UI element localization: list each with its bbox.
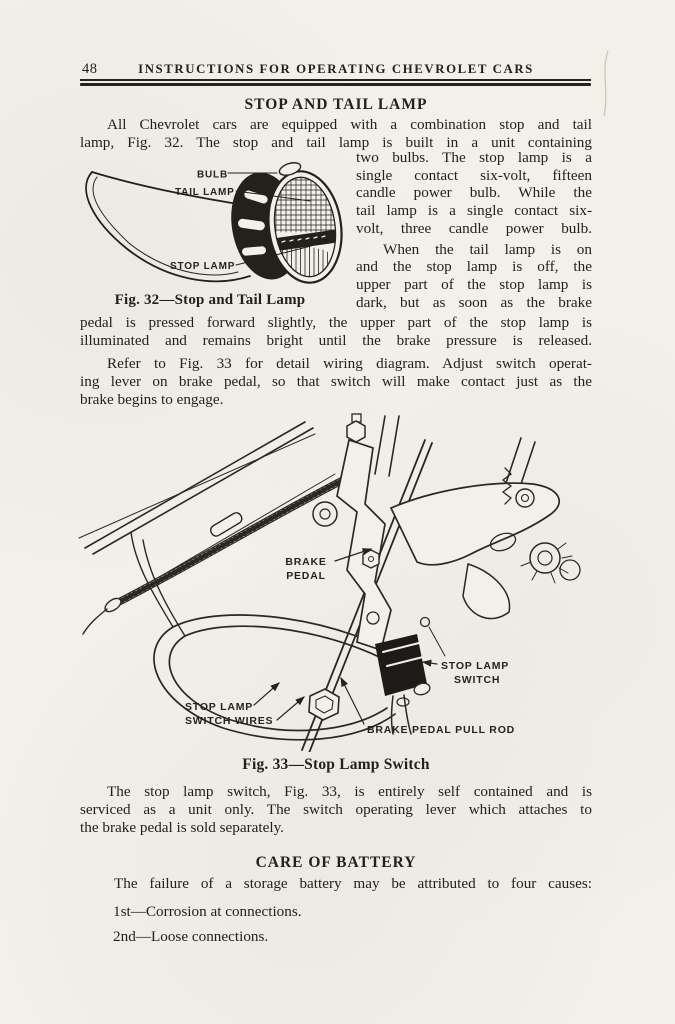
text-line: ing lever on brake pedal, so that switch… (80, 373, 592, 390)
text-line: and the stop lamp is off, the (356, 258, 592, 276)
fig33-label-brake-pedal-line1: BRAKE (285, 556, 326, 568)
fig33-label-stop-lamp-switch-line1: STOP LAMP (441, 660, 509, 672)
para1-wrap-column: two bulbs. The stop lamp is a single con… (356, 149, 592, 311)
para1-continue: pedal is pressed forward slightly, the u… (80, 314, 592, 350)
text-line: single contact six-volt, fifteen (356, 166, 592, 184)
page-header: 48 INSTRUCTIONS FOR OPERATING CHEVROLET … (80, 61, 592, 77)
text-line: candle power bulb. While the (356, 184, 592, 202)
fig32-illustration: BULB TAIL LAMP STOP LAMP (85, 162, 343, 284)
para1: All Chevrolet cars are equipped with a c… (80, 116, 592, 152)
fig33-label-switch-wires-line2: SWITCH WIRES (185, 715, 273, 727)
text-line: tail lamp is a single contact six- (356, 202, 592, 220)
text-line: illuminated and remains bright until the… (80, 332, 592, 349)
text-line: upper part of the stop lamp is (356, 275, 592, 293)
text-line: two bulbs. The stop lamp is a (356, 149, 592, 166)
fig33-illustration: BRAKE PEDAL STOP LAMP SWITCH STOP LAMP S… (78, 413, 581, 752)
fig33-label-switch-wires-line1: STOP LAMP (185, 701, 253, 713)
fig33-caption: Fig. 33—Stop Lamp Switch (242, 756, 430, 773)
fig32-label-stop-lamp: STOP LAMP (170, 261, 235, 272)
header-rule-thin (80, 79, 591, 81)
list-item: 2nd—Loose connections. (113, 928, 269, 945)
fig32-label-bulb: BULB (197, 170, 228, 181)
fig32-label-tail-lamp: TAIL LAMP (175, 187, 235, 198)
text-line: brake begins to engage. (80, 391, 224, 408)
text-line: Refer to Fig. 33 for detail wiring diagr… (107, 355, 592, 372)
section-heading-care-battery: CARE OF BATTERY (255, 854, 417, 871)
text-line: the brake pedal is sold separately. (80, 819, 284, 836)
header-title: INSTRUCTIONS FOR OPERATING CHEVROLET CAR… (138, 62, 534, 76)
text-line: All Chevrolet cars are equipped with a c… (107, 116, 592, 133)
para2: Refer to Fig. 33 for detail wiring diagr… (80, 355, 592, 409)
text-line: volt, three candle power bulb. (356, 219, 592, 237)
fig33-label-stop-lamp-switch-line2: SWITCH (454, 674, 500, 686)
fig33-label-pull-rod: BRAKE PEDAL PULL ROD (367, 724, 515, 736)
section-heading-stop-tail: STOP AND TAIL LAMP (244, 96, 428, 113)
text-line: serviced as a unit only. The switch oper… (80, 801, 592, 818)
text-line: The failure of a storage battery may be … (114, 875, 592, 892)
list-item: 1st—Corrosion at connections. (113, 903, 302, 920)
header-rule-thick (80, 83, 591, 86)
para-switch: The stop lamp switch, Fig. 33, is entire… (80, 783, 592, 837)
text-line: The stop lamp switch, Fig. 33, is entire… (107, 783, 592, 800)
fig32-caption: Fig. 32—Stop and Tail Lamp (114, 292, 306, 308)
text-line: lamp, Fig. 32. The stop and tail lamp is… (80, 134, 592, 151)
page-number: 48 (82, 61, 98, 77)
fig33-label-brake-pedal-line2: PEDAL (286, 570, 326, 582)
battery-causes-list: 1st—Corrosion at connections. 2nd—Loose … (80, 903, 592, 946)
text-line: dark, but as soon as the brake (356, 293, 592, 311)
text-line: pedal is pressed forward slightly, the u… (80, 314, 592, 331)
battery-intro: The failure of a storage battery may be … (80, 875, 592, 893)
text-line: When the tail lamp is on (383, 240, 592, 258)
scan-artifact (603, 50, 609, 117)
